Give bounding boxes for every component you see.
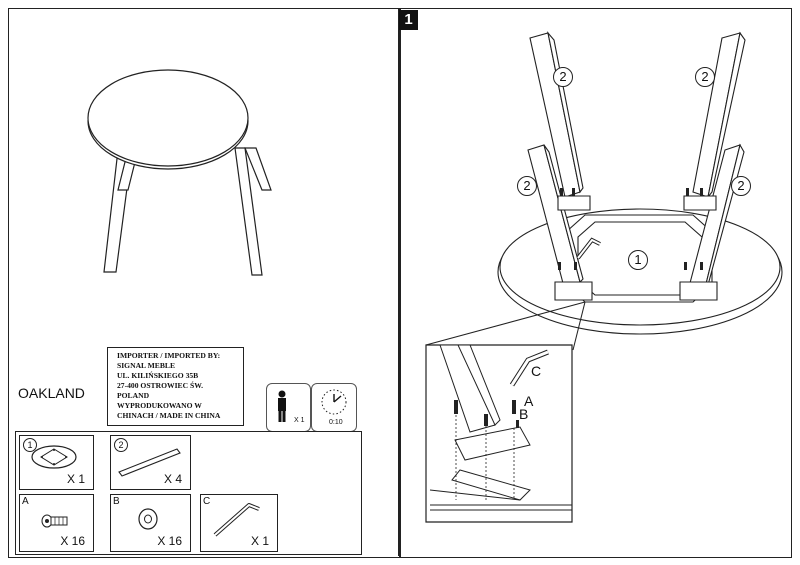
part-quantity: X 1	[66, 472, 85, 486]
importer-line: POLAND	[117, 391, 150, 400]
parts-list	[15, 431, 362, 555]
step-number-badge: 1	[399, 10, 418, 30]
importer-line: SIGNAL MEBLE	[117, 361, 176, 370]
part-quantity: X 16	[157, 534, 182, 548]
leg-callout: 2	[553, 67, 573, 87]
person-icon	[278, 390, 286, 422]
bolt-icon	[41, 514, 68, 528]
clock-icon	[321, 389, 347, 415]
part-cell-leg: 2 X 4	[110, 435, 191, 490]
assembled-table-drawing	[87, 69, 272, 276]
washer-label: B	[519, 406, 529, 422]
part-quantity: X 1	[250, 534, 269, 548]
part-cell-bolt: A X 16	[19, 494, 94, 552]
part-quantity: X 4	[163, 472, 182, 486]
table-top-part-icon	[31, 445, 77, 469]
importer-line: CHINACH / MADE IN CHINA	[117, 411, 221, 420]
panel-divider	[398, 8, 400, 556]
key-label: C	[531, 363, 542, 379]
importer-line: 27-400 OSTROWIEC ŚW.	[117, 381, 204, 390]
persons-count: X 1	[294, 417, 305, 424]
part-id: C	[203, 496, 211, 507]
part-cell-top: 1 X 1	[19, 435, 94, 490]
right-panel	[400, 8, 792, 558]
part-id: 2	[114, 438, 128, 452]
leg-callout: 2	[695, 67, 715, 87]
importer-line: WYPRODUKOWANO W	[117, 401, 202, 410]
part-quantity: X 16	[60, 534, 85, 548]
leg-callout: 2	[517, 176, 537, 196]
assembly-time: 0:10	[329, 419, 343, 426]
product-name: OAKLAND	[18, 385, 85, 401]
bolt-label: A	[524, 393, 534, 409]
allen-key-icon	[213, 503, 260, 537]
importer-label: IMPORTER / IMPORTED BY: SIGNAL MEBLE UL.…	[107, 347, 244, 426]
importer-line: UL. KILIŃSKIEGO 35B	[117, 371, 199, 380]
part-id: 1	[23, 438, 37, 452]
importer-line: IMPORTER / IMPORTED BY:	[117, 351, 221, 360]
part-id: A	[22, 496, 29, 507]
table-top-callout: 1	[628, 250, 648, 270]
leg-part-icon	[118, 448, 181, 477]
part-cell-allen-key: C X 1	[200, 494, 278, 552]
washer-icon	[138, 508, 158, 530]
part-cell-washer: B X 16	[110, 494, 191, 552]
leg-callout: 2	[731, 176, 751, 196]
part-id: B	[113, 496, 120, 507]
